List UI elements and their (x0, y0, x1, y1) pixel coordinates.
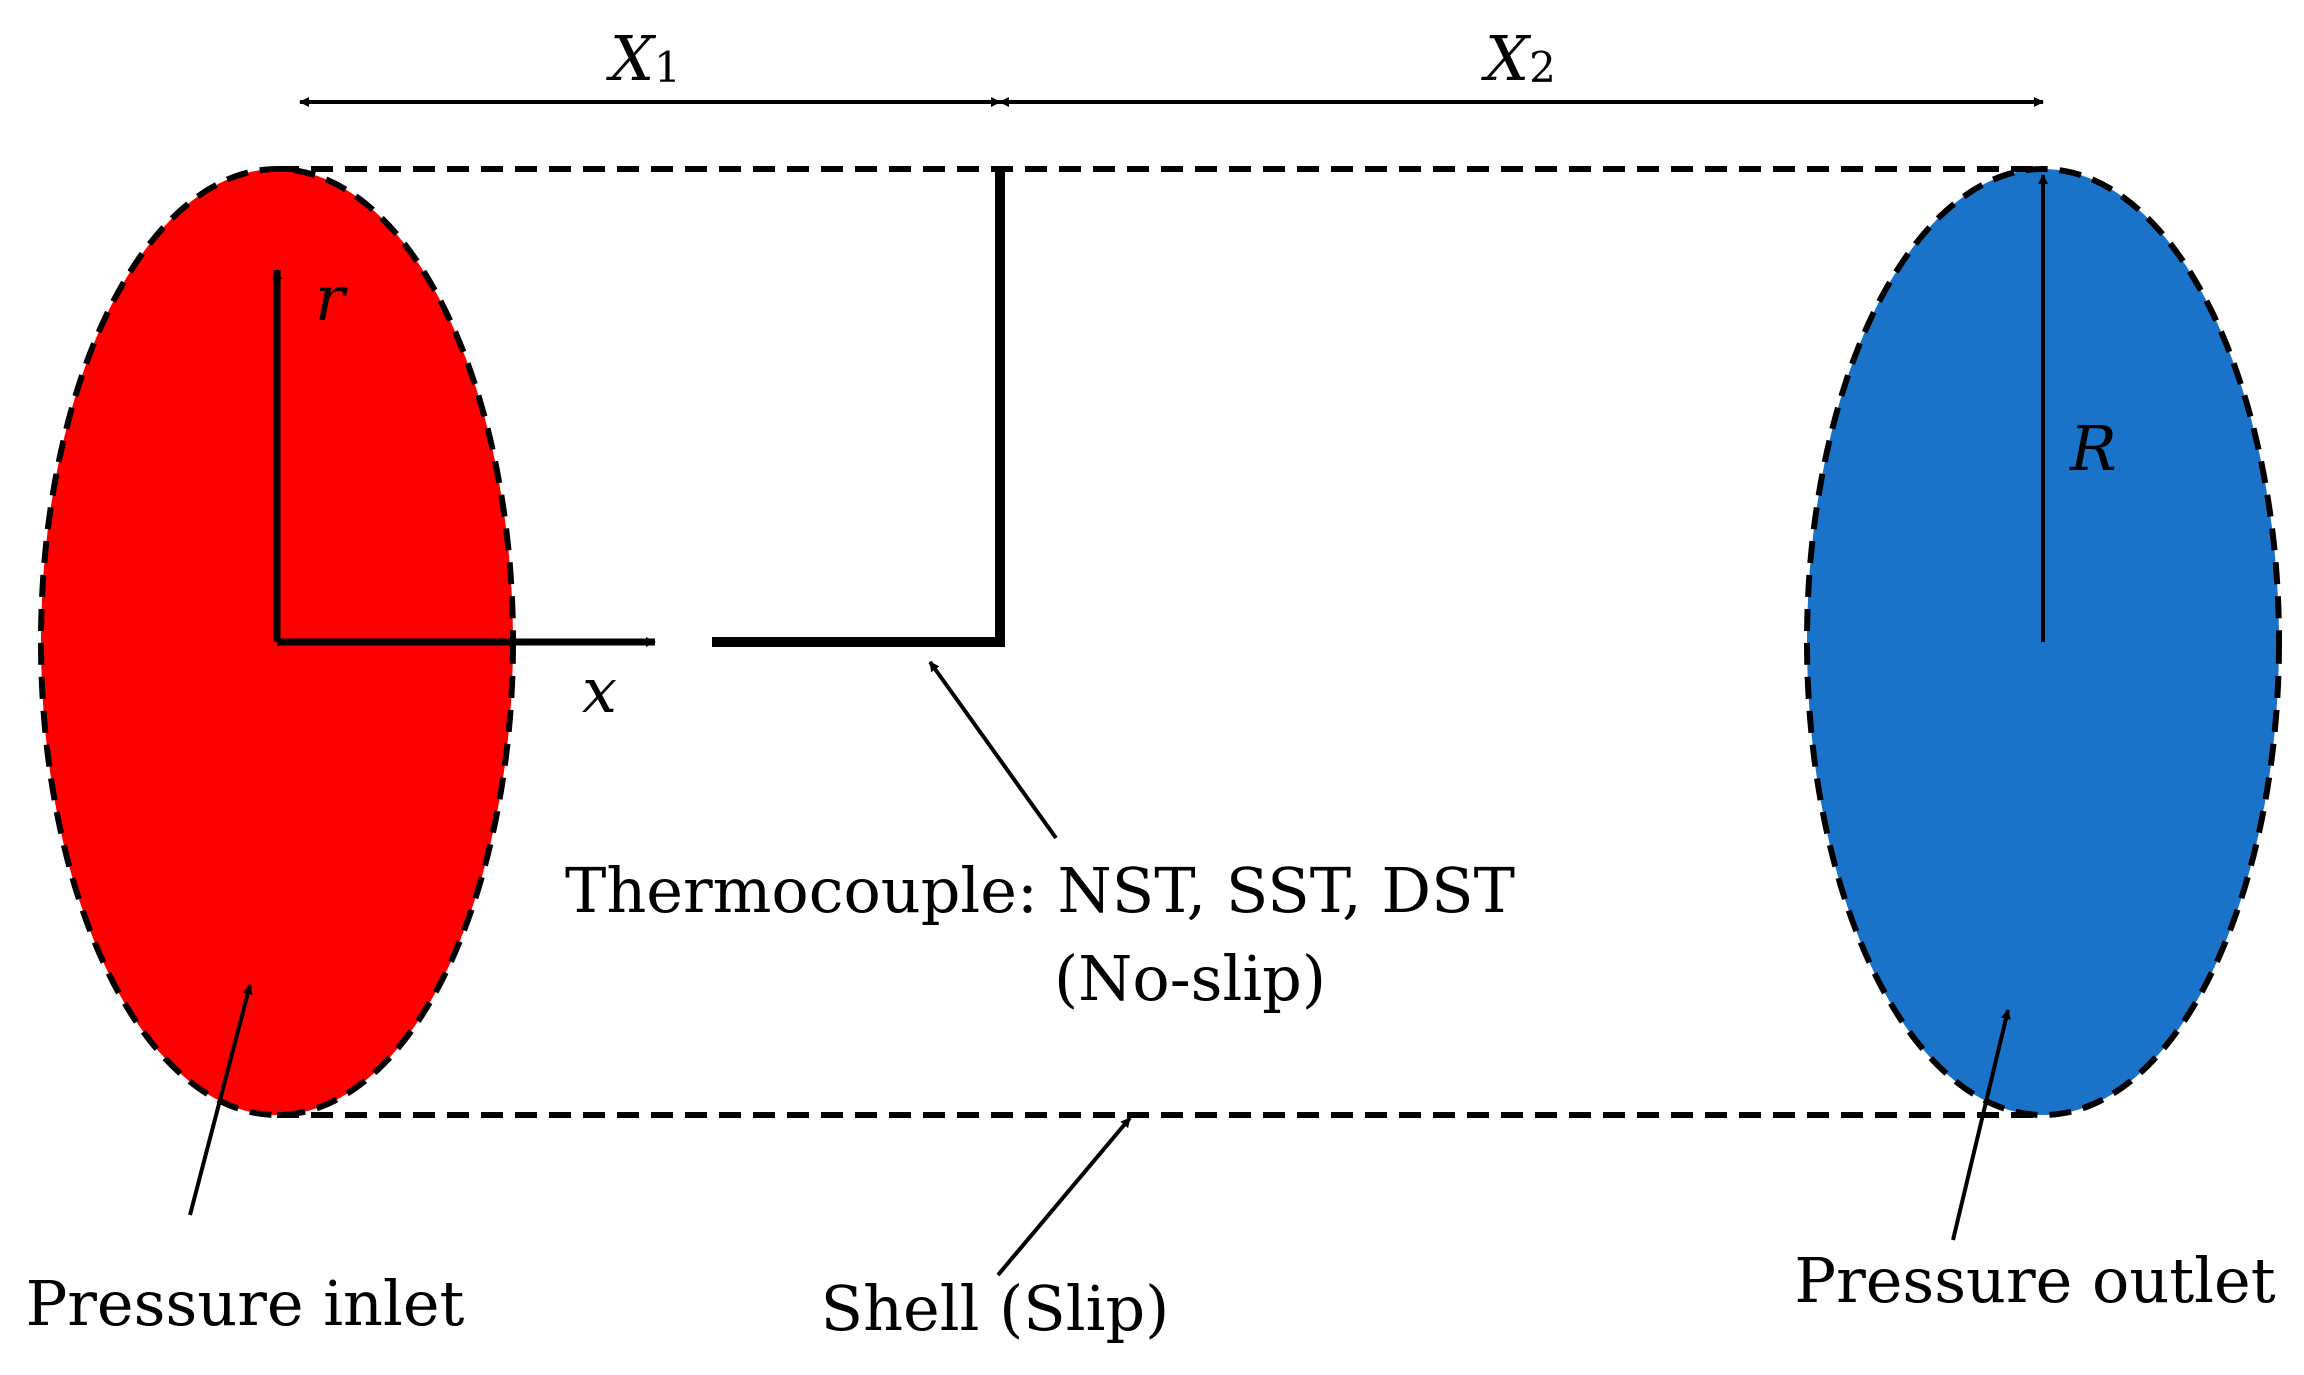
outlet-label: Pressure outlet (1794, 1244, 2275, 1317)
x2-label: X2 (1481, 22, 1556, 95)
shell-pointer-arrow (996, 1116, 1132, 1277)
r-axis-label: r (315, 262, 348, 335)
thermocouple-label-line1: Thermocouple: NST, SST, DST (565, 854, 1515, 927)
inlet-label: Pressure inlet (26, 1267, 465, 1340)
x1-label: X1 (606, 22, 681, 95)
inlet-pointer-arrow (188, 984, 253, 1216)
radius-label: R (2069, 412, 2117, 485)
thermocouple-pointer-arrow (928, 660, 1058, 840)
thermocouple (712, 169, 1005, 647)
outlet-pointer-arrow (1951, 1009, 2011, 1241)
shell-label: Shell (Slip) (821, 1272, 1170, 1345)
x-axis-label: x (582, 654, 617, 727)
thermocouple-label-line2: (No-slip) (1054, 942, 1326, 1015)
